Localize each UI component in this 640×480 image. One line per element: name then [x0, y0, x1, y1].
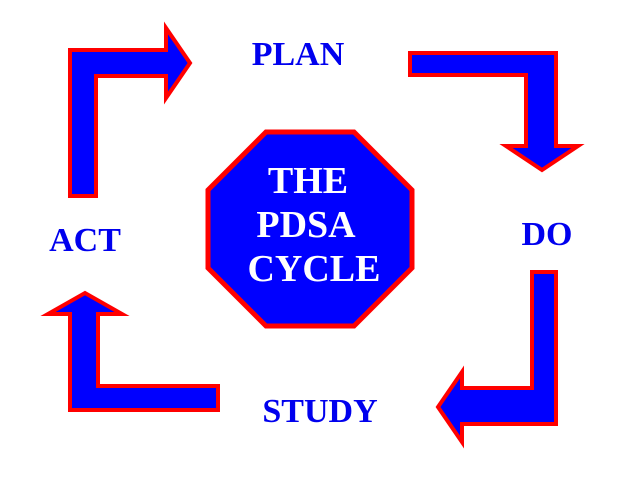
- bent-arrow-down-left-icon: [435, 270, 558, 449]
- bent-arrow-right-down-icon: [408, 51, 585, 173]
- bent-arrow-left-up-icon: [40, 290, 220, 412]
- center-title-line-3: CYCLE: [247, 248, 380, 290]
- stage-label-study: STUDY: [262, 393, 377, 430]
- stage-label-act: ACT: [49, 222, 121, 259]
- stage-label-plan: PLAN: [252, 36, 345, 73]
- center-title-line-1: THE: [268, 160, 348, 202]
- bent-arrow-up-right-icon: [68, 21, 193, 198]
- center-title-line-2: PDSA: [256, 204, 356, 246]
- center-octagon: [205, 129, 415, 329]
- stage-label-do: DO: [522, 216, 573, 253]
